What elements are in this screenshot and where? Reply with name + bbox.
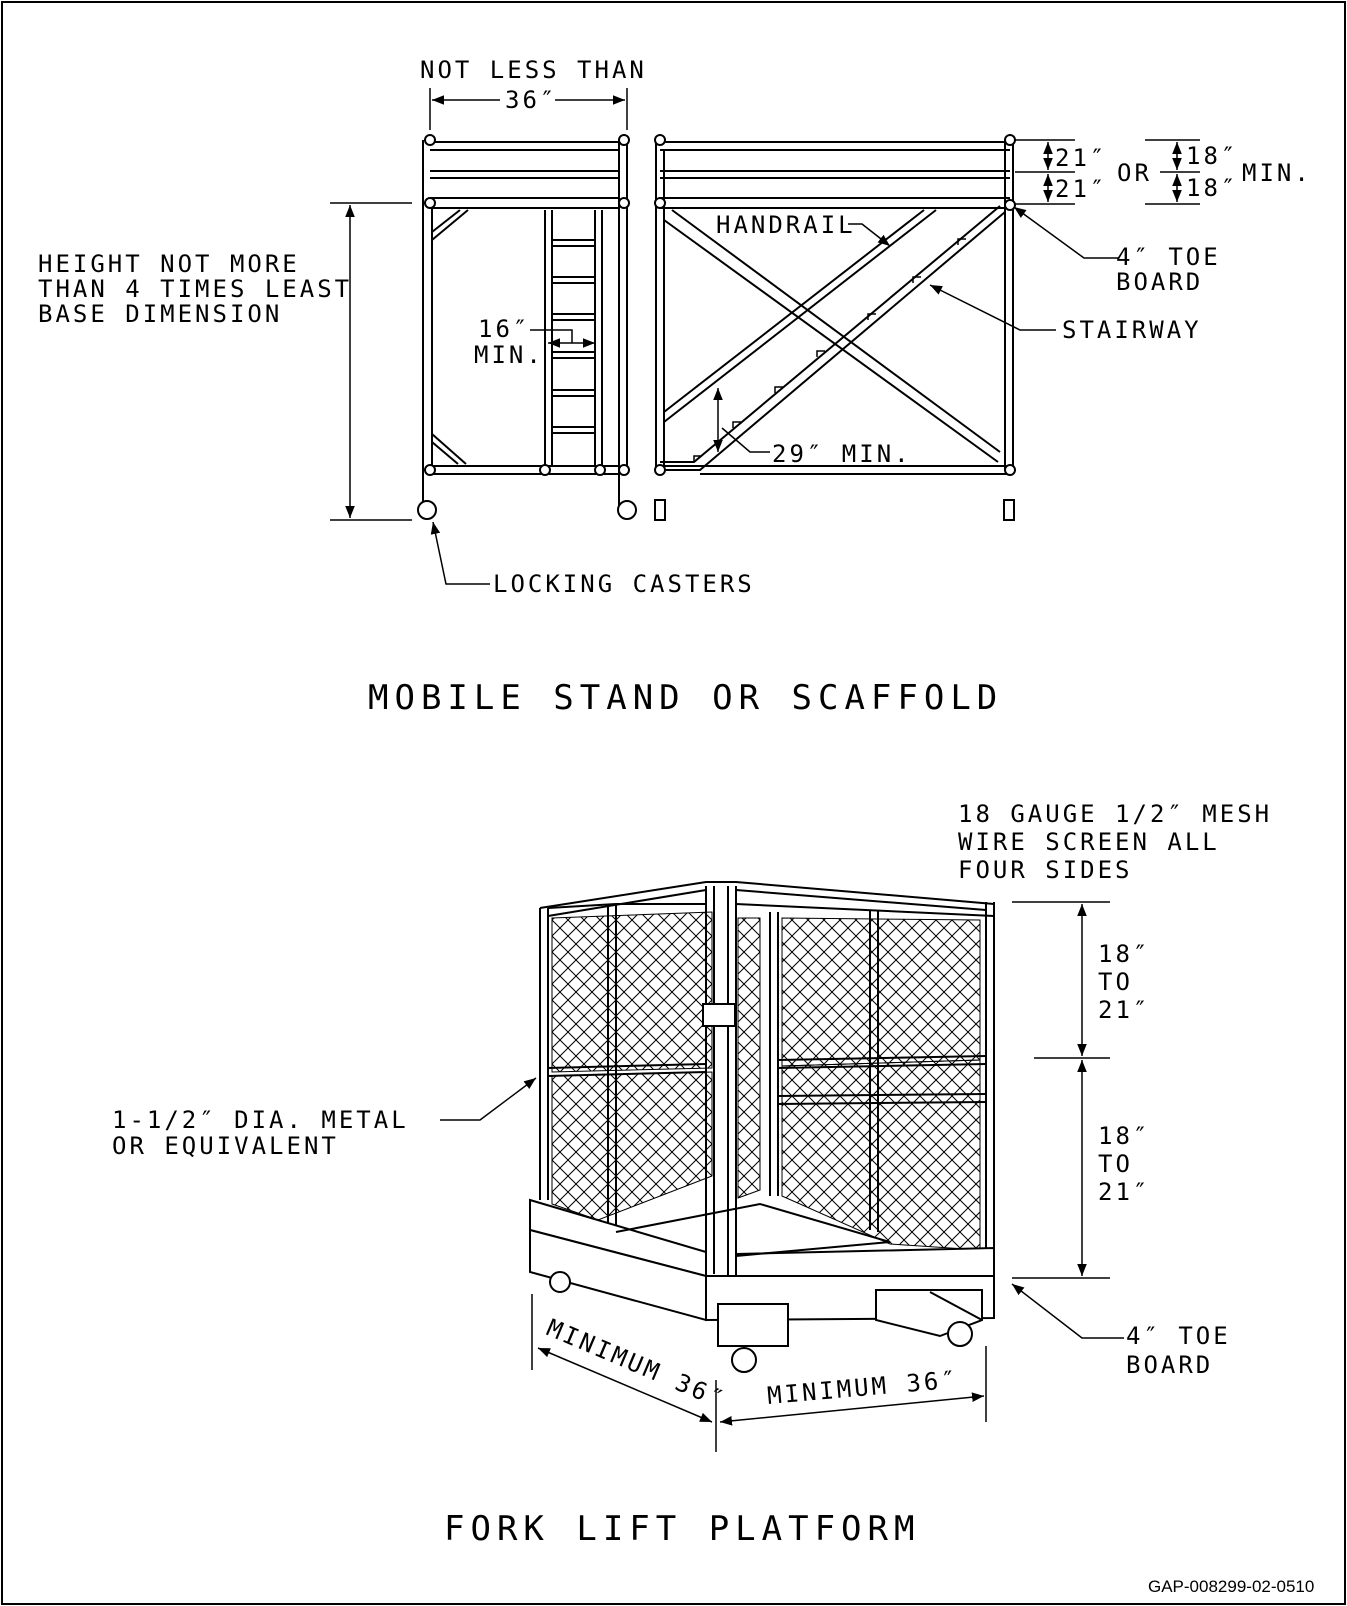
rail-coupling (702, 1003, 736, 1027)
casters-label: LOCKING CASTERS (493, 570, 755, 598)
forklift-toe-board-line-1: 4″ TOE (1126, 1322, 1231, 1350)
upper-dim-line-3: 21″ (1098, 996, 1150, 1024)
width-dimension-label: MINIMUM 36″ (766, 1365, 960, 1410)
mesh-note-line-3: FOUR SIDES (958, 856, 1133, 884)
reference-code: GAP-008299-02-0510 (1148, 1577, 1314, 1596)
handrail-height-label: 29″ MIN. (772, 440, 912, 468)
rail-dim-a-top: 21″ (1055, 144, 1107, 172)
foot-left (654, 499, 666, 521)
mesh-note-line-2: WIRE SCREEN ALL (958, 828, 1220, 856)
scaffold-width-dimension: NOT LESS THAN 36″ (420, 56, 647, 130)
toe-board-callout-scaffold: 4″ TOE BOARD (1013, 206, 1221, 296)
rung-spacing-dimension: 16″ MIN. (474, 315, 595, 369)
forklift-base (529, 1198, 995, 1373)
mesh-note-line-1: 18 GAUGE 1/2″ MESH (958, 800, 1272, 828)
foot-right (1003, 499, 1015, 521)
rung-spacing-value: 16″ (478, 315, 530, 343)
scaffold-front-view (417, 134, 637, 520)
toe-board-line-2: BOARD (1116, 268, 1203, 296)
height-note-line-1: HEIGHT NOT MORE (38, 250, 300, 278)
width-label-value: 36″ (505, 86, 557, 114)
mesh-note: 18 GAUGE 1/2″ MESH WIRE SCREEN ALL FOUR … (958, 800, 1272, 884)
rail-dim-a-bottom: 21″ (1055, 175, 1107, 203)
toe-board-callout-forklift: 4″ TOE BOARD (1011, 1283, 1231, 1379)
lower-dim-line-3: 21″ (1098, 1178, 1150, 1206)
stairway-label: STAIRWAY (1062, 316, 1202, 344)
rail-dim-b-bottom: 18″ (1186, 174, 1238, 202)
handrail-label: HANDRAIL (716, 211, 856, 239)
casters-callout: LOCKING CASTERS (430, 521, 755, 598)
rung-spacing-min: MIN. (474, 341, 544, 369)
forklift-cage (539, 881, 995, 1276)
rail-spacing-dimension: 21″ 21″ OR 18″ 18″ MIN. (1015, 139, 1312, 205)
pipe-note-line-1: 1-1/2″ DIA. METAL (112, 1106, 409, 1134)
scaffold-title: MOBILE STAND OR SCAFFOLD (368, 678, 1003, 718)
height-note-line-2: THAN 4 TIMES LEAST (38, 275, 352, 303)
scaffold-height-dimension: HEIGHT NOT MORE THAN 4 TIMES LEAST BASE … (38, 202, 412, 521)
depth-dimension-label: MINIMUM 36″ (543, 1314, 731, 1415)
caster-left (417, 500, 437, 520)
handrail-callout: HANDRAIL (716, 211, 891, 247)
rail-dim-b-top: 18″ (1186, 142, 1238, 170)
handrail-height-dimension: 29″ MIN. (713, 388, 912, 468)
or-label: OR (1117, 159, 1152, 187)
pipe-callout: 1-1/2″ DIA. METAL OR EQUIVALENT (112, 1077, 537, 1160)
pipe-note-line-2: OR EQUIVALENT (112, 1132, 339, 1160)
rail-height-dimension: 18″ TO 21″ 18″ TO 21″ (1012, 901, 1150, 1279)
stairway-callout: STAIRWAY (929, 284, 1202, 344)
width-label-top: NOT LESS THAN (420, 56, 647, 84)
toe-board-line-1: 4″ TOE (1116, 243, 1221, 271)
lower-dim-line-1: 18″ (1098, 1122, 1150, 1150)
forklift-toe-board-line-2: BOARD (1126, 1351, 1213, 1379)
upper-dim-line-2: TO (1098, 968, 1133, 996)
caster-right (617, 500, 637, 520)
min-label: MIN. (1242, 159, 1312, 187)
upper-dim-line-1: 18″ (1098, 940, 1150, 968)
lower-dim-line-2: TO (1098, 1150, 1133, 1178)
scaffold-side-view (654, 134, 1016, 521)
forklift-title: FORK LIFT PLATFORM (444, 1509, 920, 1549)
height-note-line-3: BASE DIMENSION (38, 300, 282, 328)
